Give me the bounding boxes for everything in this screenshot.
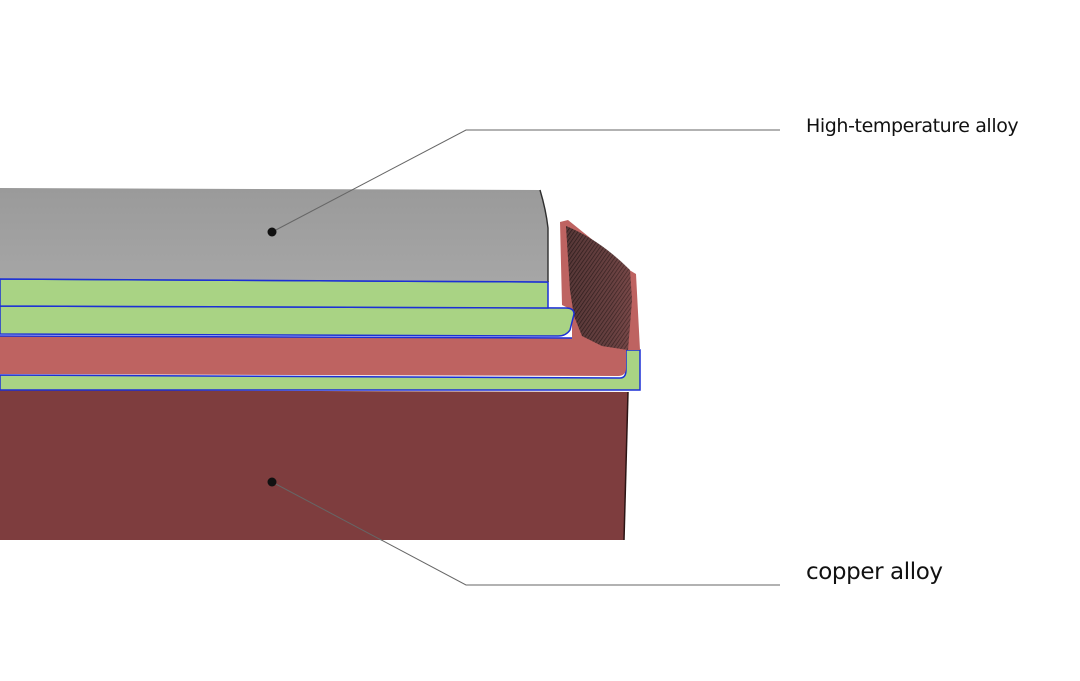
copper-alloy-block: [0, 390, 629, 541]
rolled-edge-hatch: [566, 226, 632, 350]
leader-dot-top: [267, 227, 277, 237]
upper-green-layer: [0, 278, 549, 309]
leader-dot-bottom: [267, 477, 277, 487]
red-intermediate-layer: [0, 220, 640, 376]
lower-green-layer: [0, 349, 641, 391]
middle-green-layer: [0, 305, 575, 337]
label-copper-alloy: copper alloy: [806, 559, 943, 585]
label-high-temperature-alloy: High-temperature alloy: [806, 115, 1019, 137]
leader-line-top: [267, 129, 780, 237]
leader-line-bottom: [267, 477, 780, 586]
